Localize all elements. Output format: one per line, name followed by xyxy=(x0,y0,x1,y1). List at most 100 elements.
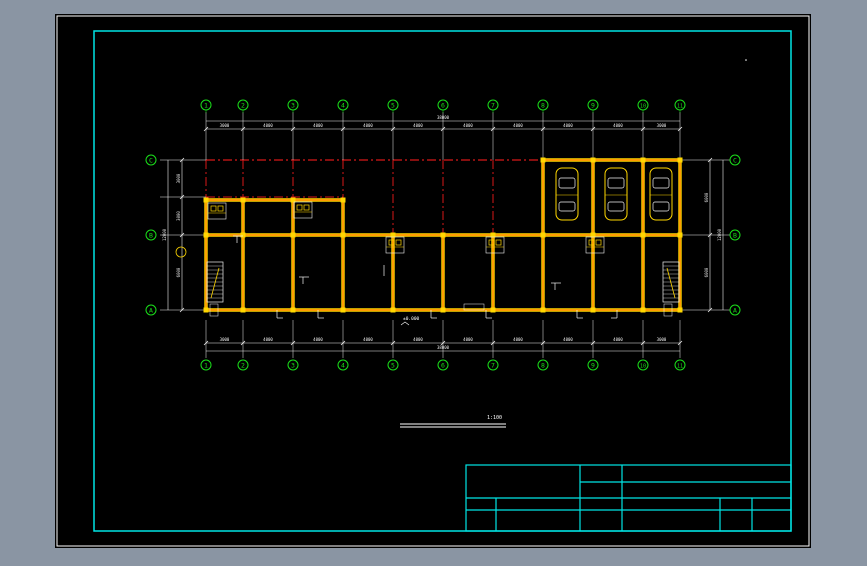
car-windshield xyxy=(607,177,625,189)
column xyxy=(440,232,446,238)
column xyxy=(490,307,496,313)
toilet-bowl xyxy=(488,239,495,246)
axis-label: B xyxy=(149,231,153,239)
axis-label: 5 xyxy=(391,101,395,109)
top-span-label: 4000 xyxy=(313,123,323,128)
toilet-icon xyxy=(385,236,405,254)
toilet-bowl xyxy=(303,204,310,211)
axis-label: 6 xyxy=(441,361,445,369)
axis-bubble xyxy=(145,154,157,166)
bottom-span-label: 4000 xyxy=(463,337,473,342)
top-span-label: 4000 xyxy=(413,123,423,128)
tick xyxy=(179,194,185,200)
tick xyxy=(640,126,646,132)
wall-layer xyxy=(203,157,683,313)
bottom-span-label: 3000 xyxy=(657,337,667,342)
tick xyxy=(640,340,646,346)
tick xyxy=(179,157,185,163)
toilet-room xyxy=(293,201,313,219)
bottom-span-label: 4000 xyxy=(513,337,523,342)
column xyxy=(390,307,396,313)
toilet-bowl xyxy=(217,205,224,212)
column xyxy=(677,157,683,163)
tick xyxy=(440,126,446,132)
axis-label: 3 xyxy=(291,361,295,369)
tick xyxy=(490,340,496,346)
column xyxy=(240,307,246,313)
stray-mark xyxy=(745,59,747,61)
outer-frame xyxy=(56,15,810,547)
toilet-bowl xyxy=(595,239,602,246)
car-windshield xyxy=(558,177,576,189)
bottom-total-label: 38000 xyxy=(437,345,450,350)
car-icon xyxy=(555,167,579,221)
column xyxy=(203,307,209,313)
column xyxy=(677,232,683,238)
tick xyxy=(179,232,185,238)
top-span-label: 4000 xyxy=(263,123,273,128)
tick xyxy=(203,340,209,346)
left-marker xyxy=(175,246,187,258)
drawing-frame xyxy=(93,30,792,532)
axis-label: 6 xyxy=(441,101,445,109)
car-body xyxy=(604,167,628,221)
axis-label: 1 xyxy=(204,361,208,369)
axis-bubble xyxy=(237,359,249,371)
tick xyxy=(540,126,546,132)
car-rear-window xyxy=(558,201,576,212)
car-icon xyxy=(649,167,673,221)
tick xyxy=(440,340,446,346)
column xyxy=(540,232,546,238)
column xyxy=(440,307,446,313)
column xyxy=(590,157,596,163)
left-span-label: 6000 xyxy=(176,267,181,277)
axis-label: 4 xyxy=(341,361,345,369)
toilet-bowl xyxy=(210,205,217,212)
tick xyxy=(677,340,683,346)
column xyxy=(290,307,296,313)
door-icon xyxy=(276,310,283,319)
entrance-step xyxy=(463,303,485,311)
axis-bubble xyxy=(537,359,549,371)
axis-label: 7 xyxy=(491,361,495,369)
toilet-bowl xyxy=(395,239,402,246)
toilet-icon xyxy=(207,202,227,220)
axis-bubble xyxy=(287,359,299,371)
stair-icon xyxy=(206,261,224,303)
car-body xyxy=(555,167,579,221)
column xyxy=(240,232,246,238)
stair-icon xyxy=(662,261,680,303)
toilet-room xyxy=(485,236,505,254)
bottom-span-label: 4000 xyxy=(313,337,323,342)
column xyxy=(640,232,646,238)
tick xyxy=(240,340,246,346)
top-span-label: 4000 xyxy=(363,123,373,128)
top-total-label: 38000 xyxy=(437,115,450,120)
tick xyxy=(677,126,683,132)
tick xyxy=(707,307,713,313)
bottom-span-label: 4000 xyxy=(613,337,623,342)
toilet-room xyxy=(585,236,605,254)
axis-bubble xyxy=(729,304,741,316)
sheet-background xyxy=(55,14,811,548)
axis-label: 10 xyxy=(640,103,646,109)
axis-bubble xyxy=(674,359,686,371)
column xyxy=(290,197,296,203)
door-icon xyxy=(430,310,437,319)
tick xyxy=(390,126,396,132)
tick xyxy=(390,340,396,346)
column xyxy=(340,307,346,313)
tick xyxy=(590,126,596,132)
axis-label: 11 xyxy=(677,103,683,109)
tick xyxy=(290,126,296,132)
axis-label: 5 xyxy=(391,361,395,369)
axis-label: B xyxy=(733,231,737,239)
column xyxy=(677,307,683,313)
right-total-label: 12000 xyxy=(717,228,722,241)
axis-label: 11 xyxy=(677,363,683,369)
level-mark: ±0.000 xyxy=(403,316,420,322)
axis-bubble xyxy=(729,229,741,241)
tick xyxy=(340,126,346,132)
